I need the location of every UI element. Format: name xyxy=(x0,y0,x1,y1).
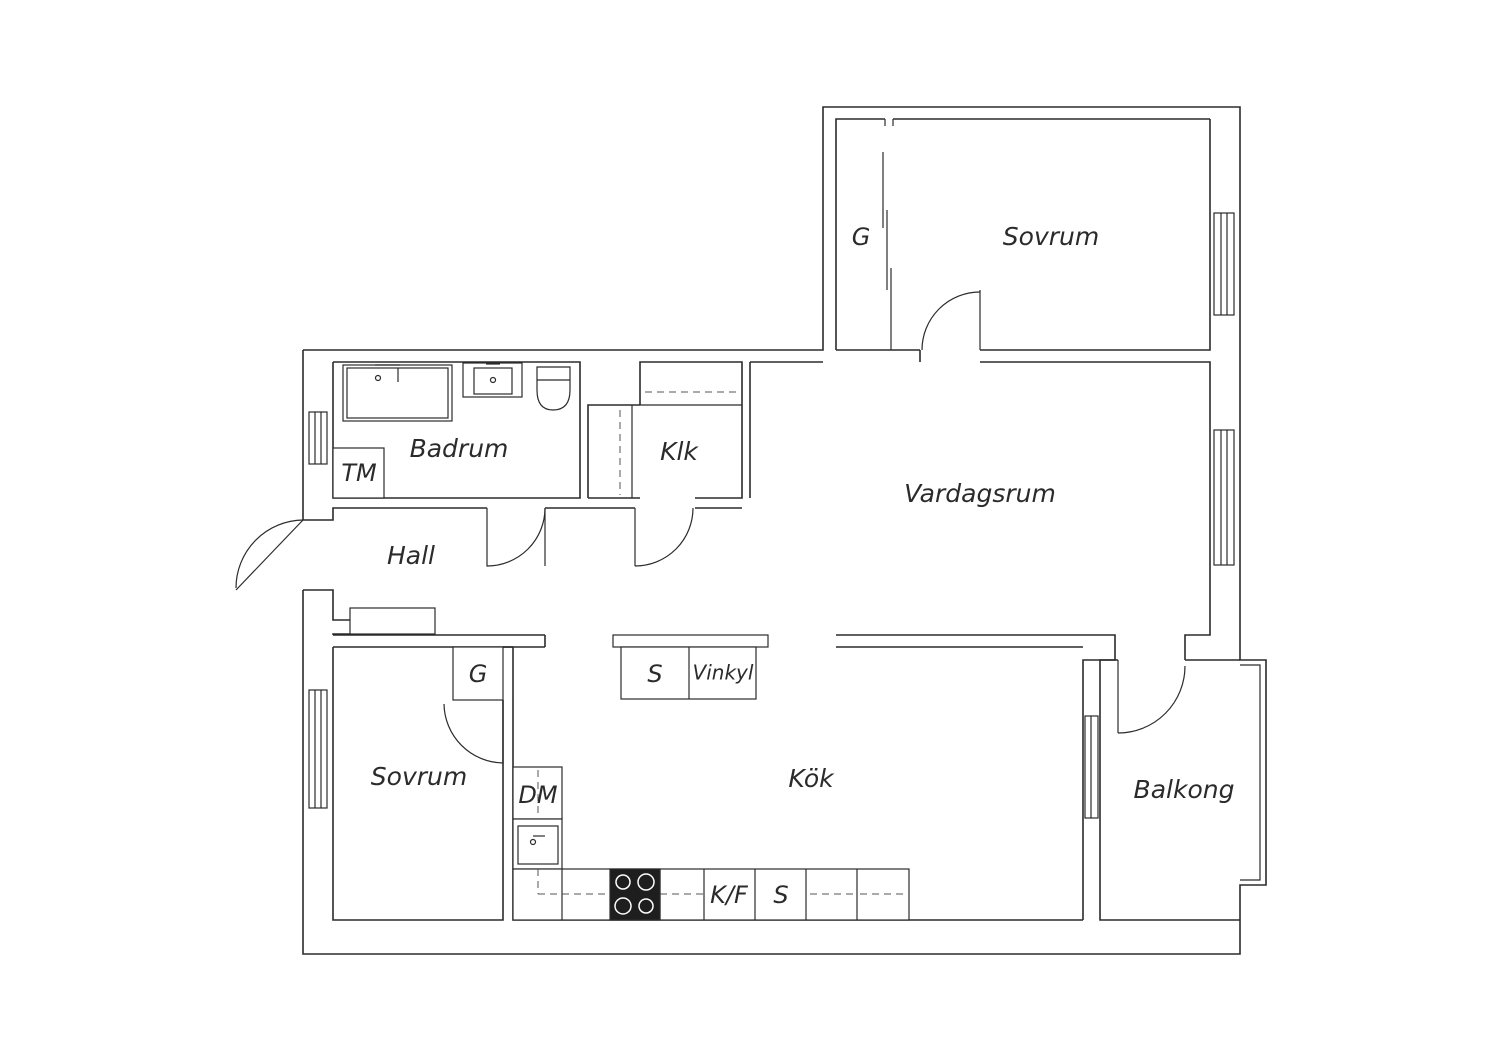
outer-walls xyxy=(302,106,1267,955)
window xyxy=(308,689,328,809)
closet-klk xyxy=(587,361,743,499)
label-sovrum-left: Sovrum xyxy=(371,762,467,791)
bedroom-left xyxy=(308,646,514,921)
hall xyxy=(303,507,742,648)
window xyxy=(1213,212,1235,316)
bathroom xyxy=(308,362,571,499)
label-garderob-mid: G xyxy=(469,660,488,688)
kitchen xyxy=(512,700,1083,921)
label-sovrum-top: Sovrum xyxy=(1003,222,1099,251)
kitchen-sink xyxy=(512,818,563,870)
window xyxy=(308,411,328,465)
label-balkong: Balkong xyxy=(1134,775,1235,804)
label-skap-kitchen: S xyxy=(773,881,788,909)
toilet xyxy=(536,366,571,411)
washing-machine-box xyxy=(332,447,385,499)
label-vardagsrum: Vardagsrum xyxy=(904,479,1056,508)
room-labels: Sovrum G Badrum TM Klk Vardagsrum Hall G… xyxy=(341,222,1234,909)
stove-cooktop xyxy=(609,868,661,921)
kitchen-divider xyxy=(612,634,1116,920)
label-tvattmaskin: TM xyxy=(341,459,377,487)
label-skap-island: S xyxy=(647,660,662,688)
windows-right xyxy=(1213,212,1235,566)
label-garderob-top: G xyxy=(852,223,871,251)
window xyxy=(1213,429,1235,566)
label-hall: Hall xyxy=(387,541,435,570)
wardrobe-sliding-doors xyxy=(882,119,894,350)
doors xyxy=(235,290,1186,764)
label-klk: Klk xyxy=(660,437,699,466)
label-badrum: Badrum xyxy=(410,434,509,463)
balcony xyxy=(1084,659,1261,921)
label-diskmaskin: DM xyxy=(518,781,557,809)
label-vinkyl: Vinkyl xyxy=(693,661,754,685)
label-kyl-frys: K/F xyxy=(710,881,749,909)
hall-bench xyxy=(349,607,436,635)
label-kok: Kök xyxy=(788,764,835,793)
wardrobe-g xyxy=(452,646,504,701)
